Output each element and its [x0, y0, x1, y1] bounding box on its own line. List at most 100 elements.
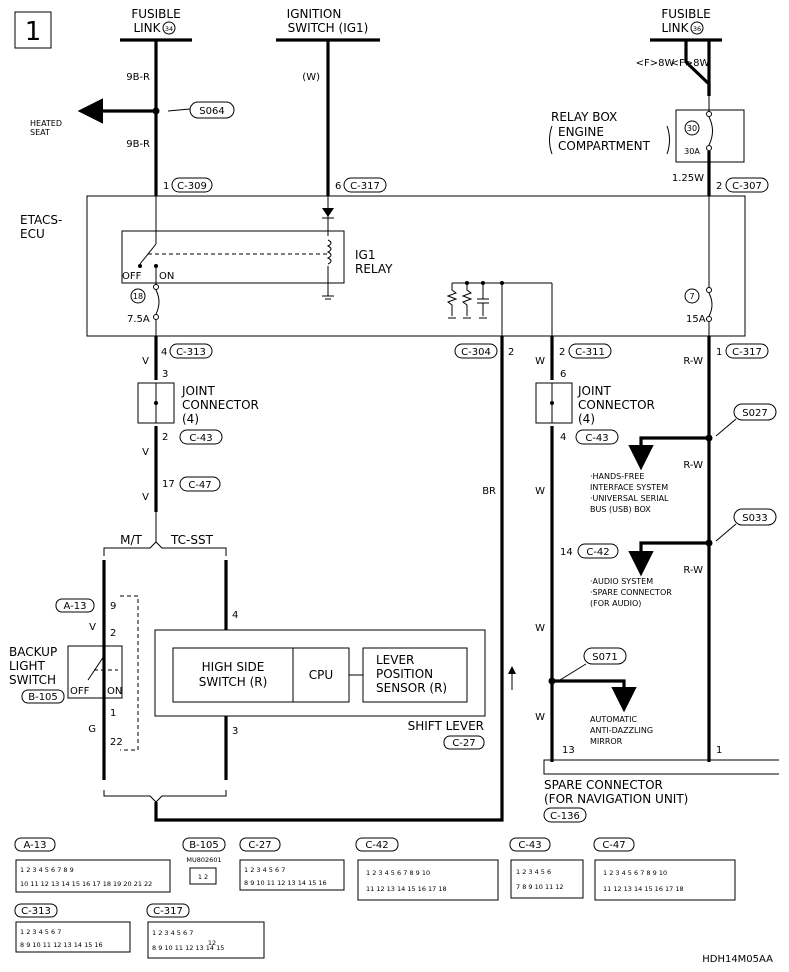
- splice-s033-label: S033: [742, 513, 767, 524]
- pin-a13-9: 9: [110, 601, 116, 612]
- tag-c313-pill: [169, 343, 213, 359]
- tag-c307: C-307: [732, 181, 762, 192]
- backup-switch-blade: [87, 655, 105, 681]
- wire-label-v1: V: [142, 356, 149, 367]
- etacs-ecu-outline: [86, 195, 746, 337]
- heated-seat-label: HEATED: [30, 119, 62, 128]
- jc1-label3: (4): [182, 412, 199, 426]
- tag-c311: C-311: [575, 347, 605, 358]
- fusible-link-36-badge: [690, 21, 704, 35]
- pin-jc2-top: 6: [560, 369, 566, 380]
- fuse7-rating: 15A: [686, 314, 706, 325]
- cv-c42-tag: [355, 837, 399, 852]
- jc2-node: [550, 401, 554, 405]
- cpu-label: CPU: [309, 668, 333, 682]
- s071-leader: [559, 663, 587, 681]
- fusible-link-34-label: FUSIBLE: [131, 7, 180, 21]
- fuse18-terminal-top: [153, 284, 159, 290]
- splice-s071-label: S071: [592, 652, 617, 663]
- ig1-on-label: ON: [159, 271, 174, 282]
- s027-dest-1: ·HANDS-FREE: [590, 472, 644, 481]
- cv-c313-row2: 8 9 10 11 12 13 14 15 16: [20, 941, 103, 949]
- ig1-relay-label: IG1: [355, 248, 375, 262]
- s027-dest-3: ·UNIVERSAL SERIAL: [590, 494, 669, 503]
- pin-c317-top: 6: [335, 181, 341, 192]
- cv-b105-pins: 1 2: [198, 873, 208, 881]
- cv-c317-tag-text: C-317: [153, 906, 183, 917]
- pin-spare-13: 13: [562, 745, 575, 756]
- pin-sw-2: 2: [110, 628, 116, 639]
- backup-switch-body: [67, 645, 123, 699]
- pin-c307: 2: [716, 181, 722, 192]
- cv-c317-mid: 12: [208, 939, 216, 947]
- wire-label-f8w-right: <F>8W: [671, 58, 710, 69]
- backup-switch-label2: LIGHT: [9, 659, 46, 673]
- cv-a13-row1: 1 2 3 4 5 6 7 8 9: [20, 866, 74, 874]
- ig1-relay-label2: RELAY: [355, 262, 393, 276]
- wire-label-rw2: R-W: [683, 460, 703, 471]
- s033-dest-3: (FOR AUDIO): [590, 599, 641, 608]
- relay-box-label3: COMPARTMENT: [558, 139, 651, 153]
- wire-label-w3: W: [535, 623, 545, 634]
- fuse7-badge: [684, 288, 700, 304]
- s064-leader: [167, 108, 191, 112]
- tag-c43b-pill: [575, 429, 619, 445]
- splice-s064-label: S064: [199, 106, 224, 117]
- s033-dest-2: ·SPARE CONNECTOR: [590, 588, 672, 597]
- shift-lever-title: SHIFT LEVER: [408, 719, 484, 733]
- etacs-ecu-label2: ECU: [20, 227, 45, 241]
- fuse7-terminal-top: [706, 287, 712, 293]
- cv-c313-tag: [14, 903, 58, 918]
- cv-c317-row2: 8 9 10 11 12 13 14 15: [152, 944, 224, 952]
- tag-c309: C-309: [177, 181, 207, 192]
- wire-label-g-switch: G: [88, 724, 96, 735]
- backup-switch-on: ON: [107, 686, 122, 697]
- backup-switch-label: BACKUP: [9, 645, 57, 659]
- cv-c27-row1: 1 2 3 4 5 6 7: [244, 866, 285, 874]
- relay-fuse-number: 30: [687, 124, 697, 133]
- mirror-label3: MIRROR: [590, 737, 623, 746]
- tag-c304: C-304: [461, 347, 491, 358]
- backup-switch-label3: SWITCH: [9, 673, 56, 687]
- cv-c313-face: [15, 921, 131, 953]
- wire-label-v2: V: [142, 447, 149, 458]
- input-resistor-2: [461, 283, 473, 316]
- pin-jc2-bot: 4: [560, 432, 566, 443]
- cv-a13-tag: [14, 837, 56, 852]
- jc2-label3: (4): [578, 412, 595, 426]
- relay-fuse-element: [708, 116, 713, 146]
- pin-shift-3: 3: [232, 726, 238, 737]
- splice-s033-tag: [733, 508, 777, 526]
- fuse7-element: [708, 292, 713, 317]
- cv-c313-row1: 1 2 3 4 5 6 7: [20, 928, 61, 936]
- cv-c47-row2: 11 12 13 14 15 16 17 18: [603, 885, 684, 893]
- cv-c47-row1: 1 2 3 4 5 6 7 8 9 10: [603, 869, 667, 877]
- relay-box-label: RELAY BOX: [551, 110, 617, 124]
- cv-c47-tag-text: C-47: [602, 840, 625, 851]
- wire-label-125w: 1.25W: [672, 173, 704, 184]
- tag-c42: C-42: [586, 547, 609, 558]
- fuse18-rating: 7.5A: [127, 314, 150, 325]
- tag-c43b: C-43: [585, 433, 608, 444]
- wire-br: [154, 336, 504, 822]
- s033-dest-1: ·AUDIO SYSTEM: [590, 577, 653, 586]
- pin-jc1-bot: 2: [162, 432, 168, 443]
- hands-free-wire: [628, 436, 709, 471]
- ig1-diode: [322, 208, 334, 217]
- s027-dest-4: BUS (USB) BOX: [590, 505, 651, 514]
- splice-s027-tag: [733, 403, 777, 421]
- tag-c313: C-313: [176, 347, 206, 358]
- mt-label: M/T: [120, 533, 142, 547]
- cv-c42-face: [357, 859, 499, 901]
- tcsst-label: TC-SST: [170, 533, 214, 547]
- pin-shift-4: 4: [232, 610, 238, 621]
- audio-wire: [628, 541, 709, 577]
- lps-label3: SENSOR (R): [376, 681, 447, 695]
- input-resistor-1: [446, 283, 458, 316]
- cv-a13-row2: 10 11 12 13 14 15 16 17 18 19 20 21 22: [20, 880, 152, 888]
- jc1-label: JOINT: [181, 384, 216, 398]
- cv-a13-face: [15, 859, 171, 893]
- ignition-switch-label: IGNITION: [287, 7, 342, 21]
